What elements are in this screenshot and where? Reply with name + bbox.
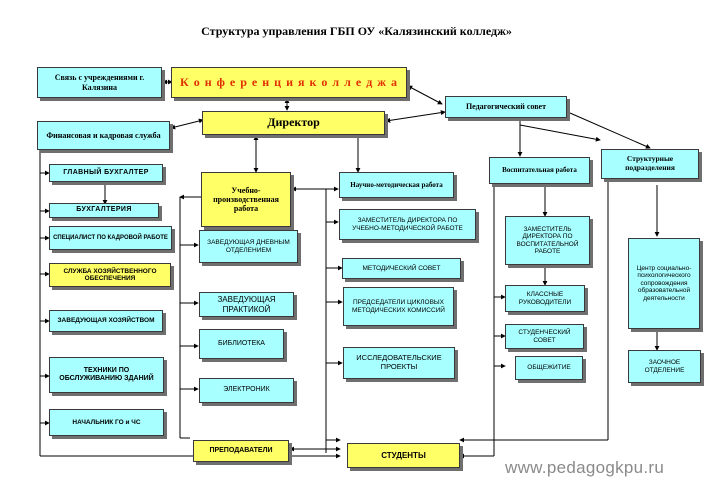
box-met-sovet: МЕТОДИЧЕСКИЙ СОВЕТ — [342, 258, 461, 279]
box-glav-buh: ГЛАВНЫЙ БУХГАЛТЕР — [49, 164, 163, 182]
box-nachalnik-go: НАЧАЛЬНИК ГО и ЧС — [49, 409, 164, 436]
box-klassnye: КЛАССНЫЕ РУКОВОДИТЕЛИ — [505, 285, 585, 312]
box-svyaz: Связь с учреждениями г. Калязина — [37, 67, 162, 98]
box-uchebno: Учебно-производственная работа — [201, 172, 291, 227]
box-prepodavateli: ПРЕПОДАВАТЕЛИ — [193, 440, 289, 462]
box-zaochnoe: ЗАОЧНОЕ ОТДЕЛЕНИЕ — [628, 350, 701, 383]
box-sluzhba: СЛУЖБА ХОЗЯЙСТВЕННОГО ОБЕСПЕЧЕНИЯ — [49, 263, 171, 287]
box-zav-dnev: ЗАВЕДУЮЩАЯ ДНЕВНЫМ ОТДЕЛЕНИЕМ — [199, 230, 298, 263]
box-nauchno: Научно-методическая работа — [339, 172, 454, 198]
box-pedsovet: Педагогический совет — [445, 96, 567, 118]
box-zam-umr: ЗАМЕСТИТЕЛЬ ДИРЕКТОРА ПО УЧЕБНО-МЕТОДИЧЕ… — [339, 209, 476, 240]
box-zav-hoz: ЗАВЕДУЮЩАЯ ХОЗЯЙСТВОМ — [49, 310, 163, 332]
box-zav-prakt: ЗАВЕДУЮЩАЯ ПРАКТИКОЙ — [199, 292, 294, 317]
box-biblioteka: БИБЛИОТЕКА — [199, 329, 284, 359]
box-konferenciya: К о н ф е р е н ц и я к о л л е д ж а — [171, 67, 407, 98]
box-specialist: СПЕЦИАЛИСТ ПО КАДРОВОЙ РАБОТЕ — [49, 226, 172, 250]
box-direktor: Директор — [202, 111, 385, 135]
watermark: www.pedagogkpu.ru — [505, 458, 665, 477]
box-zam-vr: ЗАМЕСТИТЕЛЬ ДИРЕКТОРА ПО ВОСПИТАТЕЛЬНОЙ … — [505, 216, 590, 265]
box-strukturnye: Структурные подразделения — [601, 149, 699, 179]
box-elektronik: ЭЛЕКТРОНИК — [199, 378, 294, 403]
box-tehniki: ТЕХНИКИ ПО ОБСЛУЖИВАНИЮ ЗДАНИЙ — [49, 357, 164, 393]
box-studenty: СТУДЕНТЫ — [347, 443, 460, 468]
box-finance: Финансовая и кадровая служба — [37, 121, 170, 150]
box-obshezhitie: ОБЩЕЖИТИЕ — [515, 356, 583, 380]
box-stud-sovet: СТУДЕНЧЕСКИЙ СОВЕТ — [505, 324, 584, 349]
box-vospit: Воспитательная работа — [489, 157, 590, 184]
box-buhgalteriya: БУХГАЛТЕРИЯ — [49, 203, 159, 218]
box-predsedateli: ПРЕДСЕДАТЕЛИ ЦИКЛОВЫХ МЕТОДИЧЕСКИХ КОМИС… — [343, 287, 454, 326]
box-centr: Центр социально-психологического сопрово… — [628, 238, 700, 329]
diagram-title: Структура управления ГБП ОУ «Калязинский… — [201, 24, 512, 38]
box-issled: ИССЛЕДОВАТЕЛЬСКИЕ ПРОЕКТЫ — [343, 347, 455, 379]
